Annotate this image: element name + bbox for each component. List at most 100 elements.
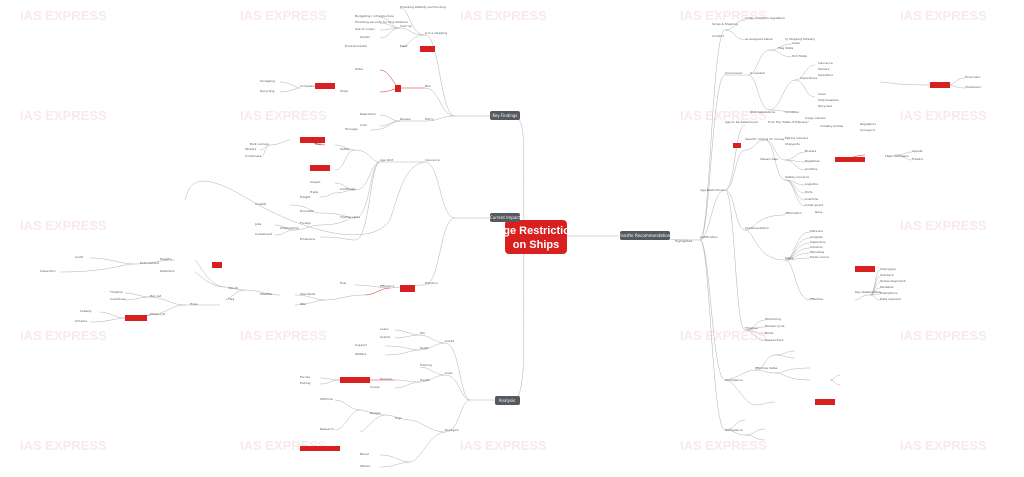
node: Flag State (778, 46, 793, 50)
right-red-nodes[interactable] (733, 82, 950, 405)
node: NGOs (765, 331, 774, 335)
node: Tankers (244, 147, 257, 151)
node: MARPOL (260, 292, 273, 296)
watermark: IAS EXPRESS (240, 328, 327, 343)
branch-left-top[interactable]: Key Findings (490, 111, 520, 120)
node: Logistics (805, 182, 818, 186)
node: Detention (160, 269, 175, 273)
node: Restriction (360, 112, 376, 116)
node: Offshore (320, 397, 333, 401)
node: Containers (245, 154, 262, 158)
node: Impact (310, 180, 321, 184)
node: Fleet (400, 44, 408, 48)
node: Support (355, 343, 368, 347)
node: Coast guard (805, 203, 823, 207)
node: Welfare (355, 352, 367, 356)
node: Shipbuilding (280, 226, 299, 230)
node: Age to be determined (725, 120, 758, 124)
branch-left-mid[interactable]: Current Impact (490, 213, 521, 222)
node: Registries (805, 159, 820, 163)
node: Policy (785, 256, 794, 260)
node: Advisors (810, 245, 823, 249)
node: Providing stability and funding (400, 5, 446, 9)
node: Safety (340, 147, 350, 151)
node: Naval (360, 452, 369, 456)
node: Tourism (379, 377, 392, 381)
node: Tax (419, 331, 425, 335)
node: Training (419, 363, 432, 367)
node: Implementation (745, 226, 769, 230)
watermark: IAS EXPRESS (20, 218, 107, 233)
watermark: IAS EXPRESS (680, 438, 767, 453)
left-red-nodes[interactable] (125, 46, 435, 451)
node: Risk (315, 142, 321, 146)
node: Others (360, 464, 371, 468)
node: Review (400, 117, 411, 121)
node: Auditors (805, 167, 818, 171)
node: Such as (400, 24, 412, 28)
node: Context (712, 34, 725, 38)
node: Certificate (340, 187, 356, 191)
node: Vessel class (760, 157, 778, 161)
node: Agents (912, 149, 923, 153)
node: Charter rates (340, 215, 360, 219)
node: SOLAS (228, 286, 238, 290)
branch-right[interactable]: Transfer Recommendations (617, 231, 673, 240)
node: Recyclers (818, 104, 833, 108)
node: Data required (880, 297, 901, 301)
node: Scrapping (260, 79, 275, 83)
node: Penalties (880, 285, 894, 289)
node: Condition (785, 110, 799, 114)
node: Fines (190, 302, 198, 306)
root-node[interactable]: Age Restriction on Ships (495, 220, 577, 254)
node: Phase-out (150, 312, 166, 316)
node: Trade (309, 190, 318, 194)
node: Barges (370, 411, 381, 415)
node: Relief (420, 346, 429, 350)
node: Is needed (750, 71, 765, 75)
node: Highlighted (675, 239, 692, 243)
node: Ships (340, 89, 349, 93)
node: Inspectors (810, 240, 826, 244)
node: Budgeting / infrastructure (355, 14, 394, 18)
node: Recycling (260, 89, 274, 93)
node: (i) Shipping Ministry (785, 37, 815, 41)
node: Effective (810, 297, 823, 301)
node: Brokers (805, 149, 817, 153)
node: Foreign (300, 221, 311, 225)
right-nodes: Justification Highlighted Scrap & Shippi… (675, 16, 981, 432)
node: Environmental (345, 44, 367, 48)
node: Operators (818, 73, 833, 77)
watermark: IAS EXPRESS (900, 438, 987, 453)
node: Health (420, 378, 430, 382)
node: Importance (800, 76, 817, 80)
node: Monitoring (765, 317, 781, 321)
watermark: IAS EXPRESS (20, 438, 107, 453)
node: Fleet managers (885, 154, 909, 158)
node: Customs (805, 197, 818, 201)
node: Flag (228, 297, 234, 301)
node: Cost (360, 123, 367, 127)
node: Ban (425, 84, 431, 88)
branch-left-bot-label: Analysis (499, 398, 515, 403)
node: Enforcement (140, 261, 160, 265)
node: Tonnage (344, 127, 358, 131)
node: Ban list (150, 294, 162, 298)
node: Ports (805, 190, 813, 194)
watermark: IAS EXPRESS (900, 218, 987, 233)
node: Marine insurers (785, 136, 809, 140)
node: Pollution (425, 281, 438, 285)
node: Jobs (254, 222, 262, 226)
branch-left-bot[interactable]: Analysis (495, 396, 520, 405)
node: Charterers (965, 85, 981, 89)
node: Trade unions (809, 255, 830, 259)
node: Compliance (300, 84, 318, 88)
node: Affirmation (785, 211, 802, 215)
node: Freight (300, 195, 311, 199)
node: from the "Date of Delivery" (768, 120, 810, 124)
node: Port State (792, 54, 807, 58)
node: Efficiency (380, 284, 395, 288)
node: Outreach (880, 273, 894, 277)
node: Specific criteria for survey (745, 137, 785, 141)
node: Coastal (255, 202, 266, 206)
